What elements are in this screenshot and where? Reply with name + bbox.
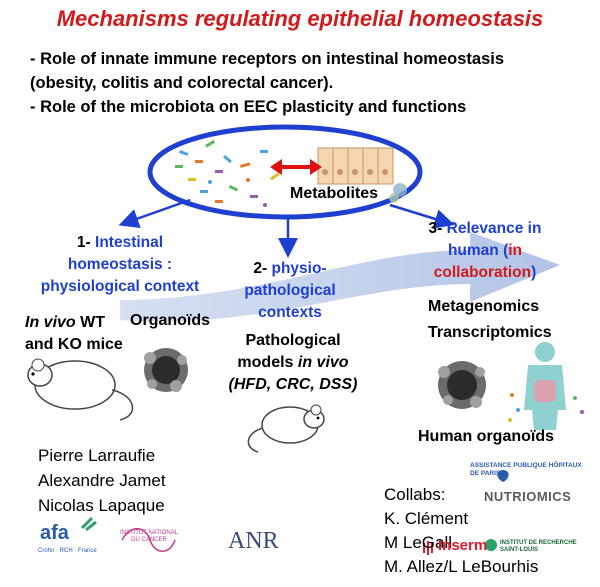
bullet-1: - Role of innate immune receptors on int… — [30, 50, 505, 68]
arrow-to-branch1 — [118, 198, 191, 229]
afa-logo-mark — [80, 516, 97, 532]
aphp-logo: ASSISTANCE PUBLIQUE HÔPITAUX DE PARIS — [470, 462, 582, 477]
inca-logo: INSTITUT NATIONAL DU CANCER — [119, 530, 179, 543]
omics-list: Metagenomics Transcriptomics — [428, 294, 552, 346]
bullet-2: - Role of the microbiota on EEC plastici… — [30, 98, 467, 116]
branch3-num: 3- — [428, 220, 443, 237]
branch1-num: 1- — [76, 234, 91, 251]
bullet-1-cont: (obesity, colitis and colorectal cancer)… — [30, 74, 334, 92]
red-double-arrow — [270, 159, 322, 175]
inserm-logo-mark — [423, 541, 433, 555]
collab-1: K. Clément — [384, 509, 469, 528]
collabs-list: Collabs: K. Clément M LeGall M. Allez/L … — [384, 483, 538, 579]
omics-metagenomics: Metagenomics — [428, 298, 540, 315]
anr-logo: ANR — [228, 528, 279, 554]
bacteria-cluster — [175, 140, 280, 207]
branch1-line3: physiological context — [40, 278, 200, 295]
invivo-line2: and KO mice — [25, 336, 123, 353]
human-silhouette — [508, 342, 584, 430]
person-1: Pierre Larraufie — [38, 446, 156, 465]
organoids-label: Organoïds — [130, 312, 211, 329]
mouse-illustration-2 — [247, 404, 325, 453]
branch3-line3a: collaboration — [433, 264, 532, 281]
branch2-label: 2- physio- pathological contexts — [225, 258, 355, 324]
pathological-line3: (HFD, CRC, DSS) — [228, 376, 358, 393]
pathological-line2a: models — [237, 354, 298, 371]
irsl-logo: INSTITUT DE RECHERCHE SAINT-LOUIS — [500, 540, 577, 553]
arrow-to-branch3 — [389, 203, 455, 229]
afa-logo-sub: Crohn · RCH · France — [38, 548, 97, 554]
metabolites-label: Metabolites — [290, 185, 379, 202]
mouse-illustration-1 — [27, 358, 134, 421]
branch2-num: 2- — [253, 260, 268, 277]
invivo-italic: In vivo — [25, 314, 76, 331]
epithelial-cells — [317, 147, 407, 203]
nutriomics-logo: NUTRIOMICS — [484, 489, 572, 504]
irsl-logo-mark — [485, 539, 497, 551]
collab-3: M. Allez/L LeBourhis — [384, 557, 539, 576]
curved-band-arrow — [120, 232, 560, 322]
inca-logo-mark — [121, 528, 176, 552]
branch3-line1: Relevance in — [446, 220, 542, 237]
branch3-line2a: human ( — [447, 242, 509, 259]
page-title: Mechanisms regulating epithelial homeost… — [56, 6, 544, 31]
invivo-rest: WT — [75, 314, 106, 331]
invivo-label: In vivo WT and KO mice — [25, 312, 123, 356]
branch1-label: 1- Intestinal homeostasis : physiologica… — [20, 232, 220, 298]
collabs-label: Collabs: — [384, 485, 446, 504]
branch3-line2b: in — [508, 242, 523, 259]
pathological-label: Pathological models in vivo (HFD, CRC, D… — [228, 330, 358, 396]
pathological-line1: Pathological — [245, 332, 341, 349]
person-3: Nicolas Lapaque — [38, 496, 165, 515]
branch1-line1: Intestinal — [95, 234, 164, 251]
branch3-label: 3- Relevance in human (in collaboration) — [410, 218, 560, 284]
branch3-line3b: ) — [531, 264, 537, 281]
human-organoid-image — [438, 361, 486, 409]
inserm-logo: Inserm — [438, 537, 488, 554]
people-list: Pierre Larraufie Alexandre Jamet Nicolas… — [38, 443, 166, 518]
branch1-line2: homeostasis : — [67, 256, 173, 273]
person-2: Alexandre Jamet — [38, 471, 166, 490]
branch2-line2: pathological — [244, 282, 336, 299]
pathological-line2b: in vivo — [297, 354, 349, 371]
branch2-line1: physio- — [271, 260, 327, 277]
omics-transcriptomics: Transcriptomics — [428, 324, 552, 341]
branch2-line3: contexts — [258, 304, 322, 321]
human-organoids-label: Human organoïds — [418, 428, 555, 445]
collab-2: M LeGall — [384, 533, 453, 552]
aphp-logo-mark — [497, 470, 509, 482]
organoid-image-1 — [144, 348, 188, 392]
afa-logo: afa — [40, 522, 69, 544]
